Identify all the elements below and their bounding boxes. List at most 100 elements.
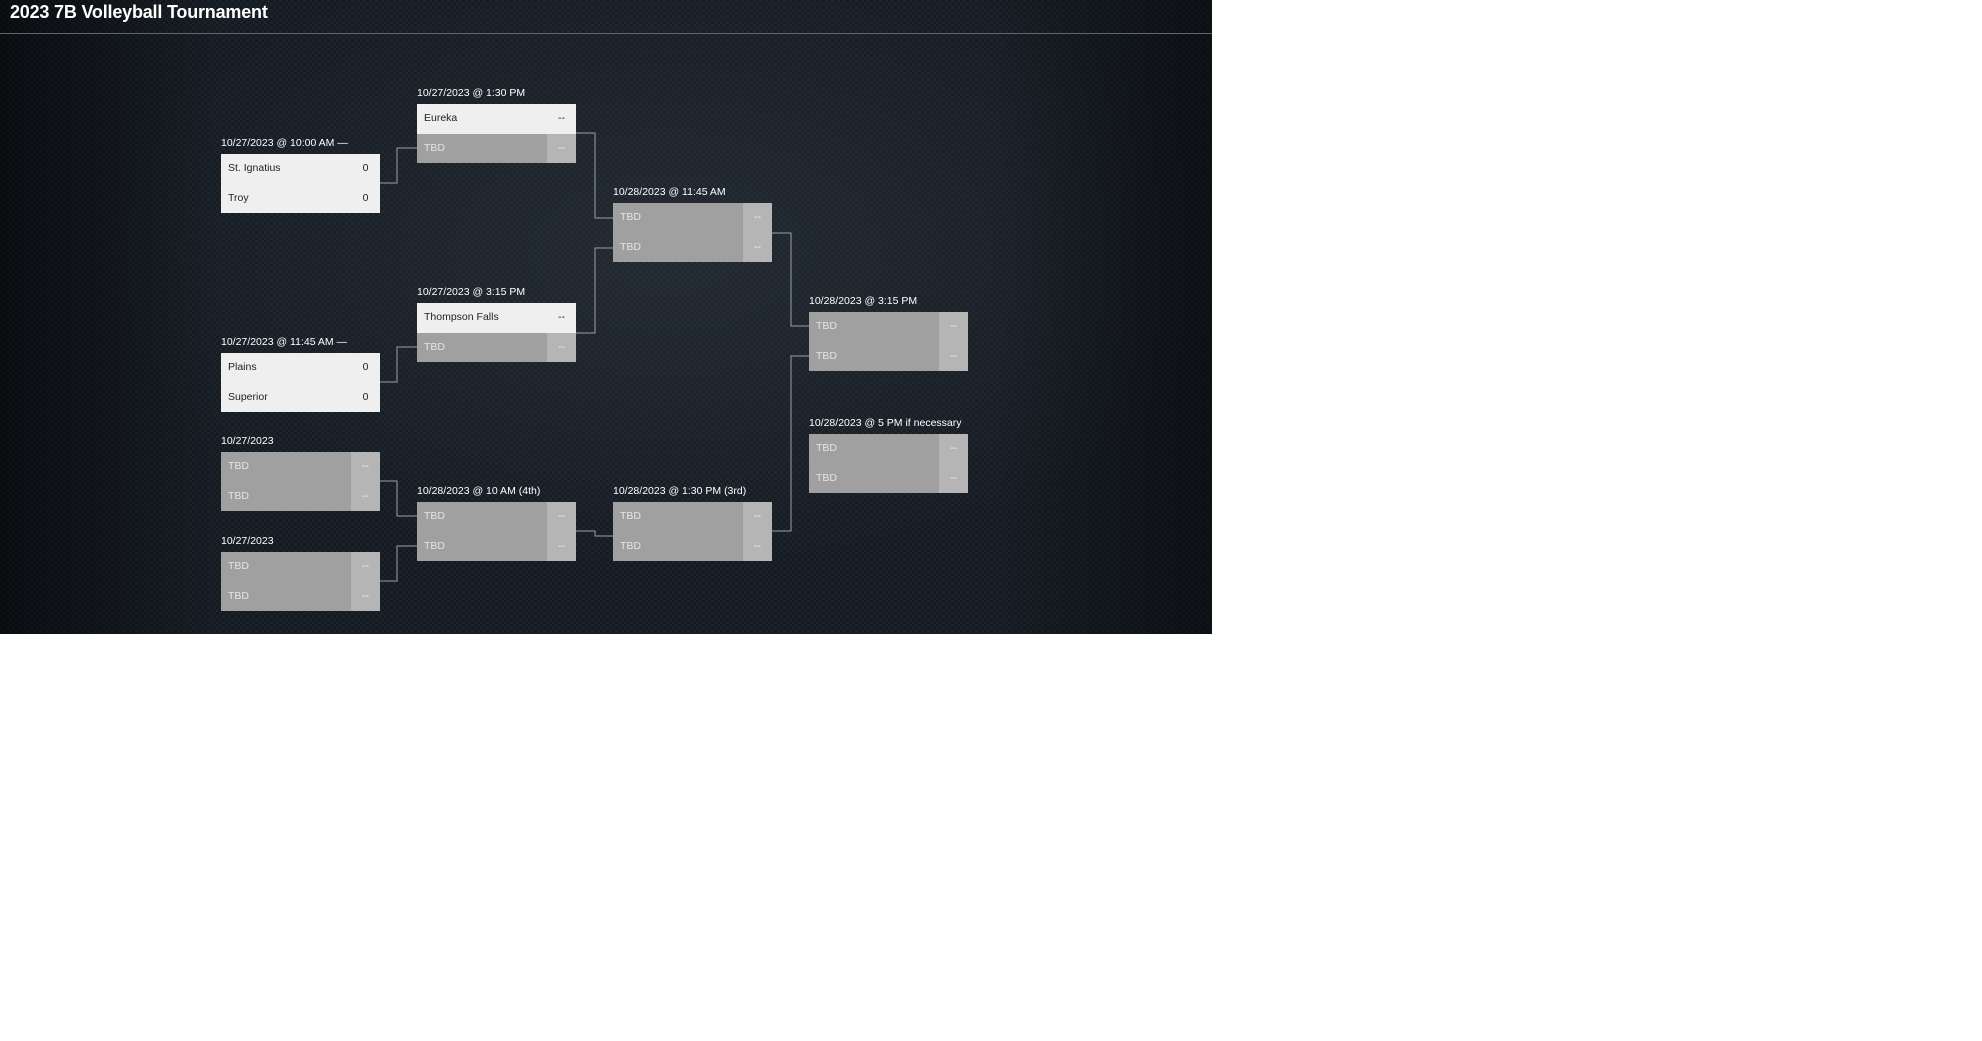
team-name: Troy bbox=[221, 183, 351, 213]
team-row[interactable]: Eureka -- bbox=[417, 104, 576, 134]
team-row[interactable]: TBD -- bbox=[809, 463, 968, 493]
team-name: Superior bbox=[221, 382, 351, 412]
match-m8[interactable]: 10/28/2023 @ 11:45 AM TBD -- TBD -- bbox=[613, 186, 772, 262]
team-score: -- bbox=[547, 502, 576, 532]
team-score: -- bbox=[939, 312, 968, 342]
team-name: TBD bbox=[613, 531, 743, 561]
team-row[interactable]: Superior 0 bbox=[221, 382, 380, 412]
match-time-label: 10/28/2023 @ 1:30 PM (3rd) bbox=[613, 485, 747, 497]
team-row[interactable]: TBD -- bbox=[221, 552, 380, 582]
team-name: TBD bbox=[613, 203, 743, 233]
team-score: -- bbox=[939, 341, 968, 371]
bracket-connectors bbox=[380, 132, 809, 582]
connector-m4-m7 bbox=[380, 545, 417, 582]
team-score: 0 bbox=[351, 154, 380, 184]
team-name: St. Ignatius bbox=[221, 154, 351, 184]
team-score: -- bbox=[743, 502, 772, 532]
team-name: TBD bbox=[809, 312, 939, 342]
team-name: Plains bbox=[221, 353, 351, 383]
team-name: TBD bbox=[417, 332, 547, 362]
match-time-label: 10/27/2023 @ 10:00 AM — bbox=[221, 137, 348, 149]
team-score: 0 bbox=[351, 382, 380, 412]
team-name: TBD bbox=[809, 434, 939, 464]
team-name: TBD bbox=[221, 552, 351, 582]
team-row[interactable]: TBD -- bbox=[809, 312, 968, 342]
team-name: Thompson Falls bbox=[417, 303, 547, 333]
connector-m1-m5 bbox=[380, 147, 417, 184]
team-row[interactable]: TBD -- bbox=[417, 332, 576, 362]
match-time-label: 10/27/2023 bbox=[221, 435, 274, 447]
team-row[interactable]: TBD -- bbox=[809, 341, 968, 371]
team-score: -- bbox=[547, 133, 576, 163]
match-m9[interactable]: 10/28/2023 @ 1:30 PM (3rd) TBD -- TBD -- bbox=[613, 485, 772, 561]
team-score: 0 bbox=[351, 353, 380, 383]
team-name: TBD bbox=[613, 232, 743, 262]
team-name: TBD bbox=[417, 502, 547, 532]
team-row[interactable]: TBD -- bbox=[221, 481, 380, 511]
team-score: -- bbox=[547, 104, 576, 134]
team-row[interactable]: TBD -- bbox=[613, 502, 772, 532]
team-score: -- bbox=[547, 332, 576, 362]
team-score: -- bbox=[939, 463, 968, 493]
team-row[interactable]: TBD -- bbox=[809, 434, 968, 464]
match-m6[interactable]: 10/27/2023 @ 3:15 PM Thompson Falls -- T… bbox=[417, 286, 576, 362]
connector-m5-m8 bbox=[576, 132, 613, 219]
match-m2[interactable]: 10/27/2023 @ 11:45 AM — Plains 0 Superio… bbox=[221, 336, 380, 412]
team-score: -- bbox=[743, 232, 772, 262]
team-row[interactable]: TBD -- bbox=[613, 531, 772, 561]
team-row[interactable]: St. Ignatius 0 bbox=[221, 154, 380, 184]
team-score: -- bbox=[351, 481, 380, 511]
team-name: TBD bbox=[417, 531, 547, 561]
match-time-label: 10/27/2023 bbox=[221, 535, 274, 547]
team-score: -- bbox=[547, 303, 576, 333]
team-score: -- bbox=[351, 581, 380, 611]
team-score: -- bbox=[547, 531, 576, 561]
page-title: 2023 7B Volleyball Tournament bbox=[10, 2, 268, 22]
team-row[interactable]: TBD -- bbox=[221, 452, 380, 482]
team-name: TBD bbox=[417, 133, 547, 163]
bracket-panel: 2023 7B Volleyball Tournament 10/27/2023… bbox=[0, 0, 1212, 634]
team-row[interactable]: Thompson Falls -- bbox=[417, 303, 576, 333]
title-divider bbox=[0, 33, 1212, 34]
connector-m7-m9 bbox=[576, 530, 613, 537]
team-name: TBD bbox=[809, 463, 939, 493]
match-time-label: 10/27/2023 @ 11:45 AM — bbox=[221, 336, 348, 348]
team-score: -- bbox=[351, 452, 380, 482]
team-row[interactable]: TBD -- bbox=[417, 133, 576, 163]
match-time-label: 10/28/2023 @ 3:15 PM bbox=[809, 295, 918, 307]
match-m3[interactable]: 10/27/2023 TBD -- TBD -- bbox=[221, 435, 380, 511]
match-m1[interactable]: 10/27/2023 @ 10:00 AM — St. Ignatius 0 T… bbox=[221, 137, 380, 213]
team-row[interactable]: TBD -- bbox=[613, 232, 772, 262]
team-score: -- bbox=[743, 531, 772, 561]
team-score: -- bbox=[743, 203, 772, 233]
match-time-label: 10/28/2023 @ 5 PM if necessary bbox=[809, 417, 962, 429]
team-row[interactable]: TBD -- bbox=[417, 502, 576, 532]
team-score: -- bbox=[351, 552, 380, 582]
team-row[interactable]: Troy 0 bbox=[221, 183, 380, 213]
team-name: Eureka bbox=[417, 104, 547, 134]
match-time-label: 10/27/2023 @ 1:30 PM bbox=[417, 87, 526, 99]
match-m11[interactable]: 10/28/2023 @ 5 PM if necessary TBD -- TB… bbox=[809, 417, 968, 493]
team-row[interactable]: TBD -- bbox=[417, 531, 576, 561]
match-m7[interactable]: 10/28/2023 @ 10 AM (4th) TBD -- TBD -- bbox=[417, 485, 576, 561]
match-time-label: 10/28/2023 @ 11:45 AM bbox=[613, 186, 726, 198]
connector-m6-m8 bbox=[576, 247, 613, 334]
team-score: -- bbox=[939, 434, 968, 464]
team-row[interactable]: Plains 0 bbox=[221, 353, 380, 383]
team-score: 0 bbox=[351, 183, 380, 213]
match-time-label: 10/27/2023 @ 3:15 PM bbox=[417, 286, 526, 298]
match-m10[interactable]: 10/28/2023 @ 3:15 PM TBD -- TBD -- bbox=[809, 295, 968, 371]
team-name: TBD bbox=[809, 341, 939, 371]
team-name: TBD bbox=[613, 502, 743, 532]
team-name: TBD bbox=[221, 481, 351, 511]
connector-m3-m7 bbox=[380, 480, 417, 517]
connector-m9-m10 bbox=[772, 355, 809, 532]
team-row[interactable]: TBD -- bbox=[221, 581, 380, 611]
connector-m2-m6 bbox=[380, 346, 417, 383]
match-m5[interactable]: 10/27/2023 @ 1:30 PM Eureka -- TBD -- bbox=[417, 87, 576, 163]
match-time-label: 10/28/2023 @ 10 AM (4th) bbox=[417, 485, 541, 497]
team-name: TBD bbox=[221, 452, 351, 482]
team-row[interactable]: TBD -- bbox=[613, 203, 772, 233]
connector-m8-m10 bbox=[772, 232, 809, 327]
match-m4[interactable]: 10/27/2023 TBD -- TBD -- bbox=[221, 535, 380, 611]
